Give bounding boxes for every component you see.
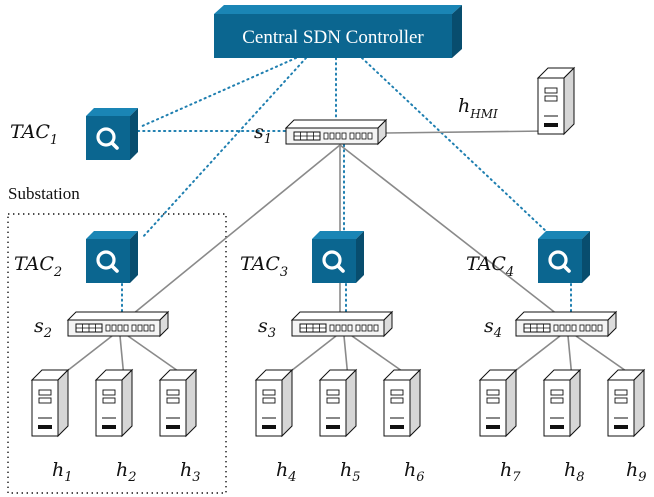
h3-label: h3 [180,459,201,485]
link-s1-s2 [127,144,341,319]
h1-server-tower-icon [31,369,69,437]
tac1-magnifier-icon [84,106,140,162]
h5-server-tower-icon [319,369,357,437]
tac3-magnifier-icon [310,229,366,285]
h7-server-tower-icon [479,369,517,437]
link-s1-hmi [385,130,549,134]
h8-label: h8 [564,459,585,485]
control-links [121,57,572,313]
h2-label: h2 [116,459,137,485]
s3-label: s3 [258,315,276,341]
link-s1-s4 [339,144,563,319]
h6-label: h6 [404,459,425,485]
s2-label: s2 [34,315,52,341]
control-link-tac1 [139,57,297,128]
s2-network-switch-icon [67,311,169,337]
h4-server-tower-icon [255,369,293,437]
hmi-label: hHMI [458,95,498,121]
substation-label: Substation [8,184,80,203]
controller-label: Central SDN Controller [242,27,424,48]
s3-network-switch-icon [291,311,393,337]
h4-label: h4 [276,459,297,485]
central-sdn-controller: Central SDN Controller [214,5,462,58]
s1-network-switch-icon [285,119,387,145]
tac4-magnifier-icon [536,229,592,285]
s4-network-switch-icon [515,311,617,337]
substation-box [7,213,227,494]
h5-label: h5 [340,459,361,485]
h6-server-tower-icon [383,369,421,437]
h2-server-tower-icon [95,369,133,437]
control-link-tac4 [361,57,549,234]
h9-server-tower-icon [607,369,645,437]
hmi-server-tower-icon [537,67,575,135]
tac1-label: TAC1 [10,121,58,148]
s4-label: s4 [484,315,502,341]
control-link-tac2 [141,57,307,239]
tac2-magnifier-icon [84,229,140,285]
tac3-label: TAC3 [240,253,288,280]
h8-server-tower-icon [543,369,581,437]
tac2-label: TAC2 [14,253,62,280]
h7-label: h7 [500,459,521,485]
tac4-label: TAC4 [466,253,514,280]
h9-label: h9 [626,459,647,485]
h3-server-tower-icon [159,369,197,437]
s1-label: s1 [254,121,272,147]
h1-label: h1 [52,459,73,485]
